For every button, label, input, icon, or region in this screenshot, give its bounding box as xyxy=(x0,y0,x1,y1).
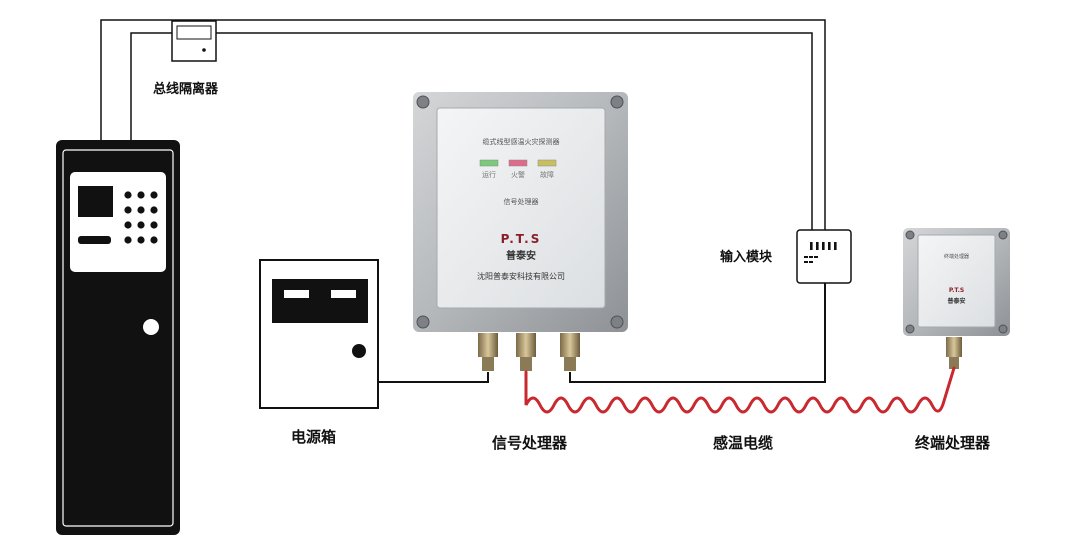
terminal-unit-title: 终端处理器 xyxy=(943,254,969,260)
label-power-box: 电源箱 xyxy=(291,428,337,446)
bus-wire-inner xyxy=(216,32,813,230)
label-bus-isolator: 总线隔离器 xyxy=(153,82,219,97)
input-module-wire xyxy=(569,283,826,383)
cabinet-knob xyxy=(143,319,159,335)
label-signal-processor: 信号处理器 xyxy=(492,434,568,452)
bus-wires xyxy=(100,19,826,383)
company-name: 沈阳普泰安科技有限公司 xyxy=(477,272,565,281)
terminal-brand-logo: P.T.S xyxy=(948,287,965,294)
main-unit-subtitle: 信号处理器 xyxy=(503,198,539,206)
main-unit-title: 缆式线型感温火灾探测器 xyxy=(482,138,560,146)
corner-screws xyxy=(416,95,624,329)
terminal-processor-unit xyxy=(903,228,1010,369)
bus-wire-outer xyxy=(100,19,826,230)
terminal-brand-name: 普泰安 xyxy=(947,298,966,305)
controller-cabinet xyxy=(56,140,180,535)
label-sensing-cable: 感温电缆 xyxy=(713,434,774,452)
led-label-fault: 故障 xyxy=(540,171,554,179)
led-label-fire: 火警 xyxy=(511,171,525,179)
keypad xyxy=(124,191,158,244)
power-box xyxy=(259,259,379,409)
led-label-run: 运行 xyxy=(482,171,496,179)
label-terminal-processor: 终端处理器 xyxy=(915,434,991,452)
brand-name: 普泰安 xyxy=(506,251,536,262)
label-input-module: 输入模块 xyxy=(720,250,773,265)
power-wire xyxy=(378,372,489,383)
signal-processor-unit xyxy=(413,92,628,371)
cable-glands xyxy=(478,333,580,371)
bus-isolator xyxy=(171,20,217,62)
status-leds xyxy=(479,159,557,167)
input-module xyxy=(796,229,852,284)
bus-wire-to-isolator-left xyxy=(130,32,172,140)
sensing-cable xyxy=(524,366,956,414)
brand-logo: P.T.S xyxy=(500,232,542,246)
